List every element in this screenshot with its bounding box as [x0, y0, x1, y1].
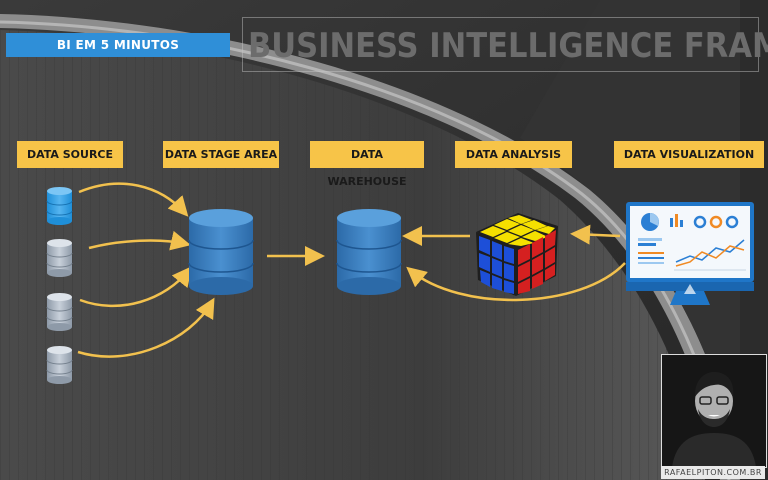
stage-label-data-visualization: DATA VISUALIZATION: [614, 141, 764, 168]
source-database-icon-4: [46, 346, 73, 384]
flow-arrow-source-3: [79, 266, 193, 308]
flow-arrow-source-2: [88, 230, 191, 251]
flow-arrow-visualization-to-warehouse: [406, 262, 626, 302]
dashboard-monitor-icon: [626, 202, 754, 305]
stage-label-data-warehouse: DATA WAREHOUSE: [310, 141, 424, 188]
stage-label-data-source: DATA SOURCE: [17, 141, 123, 168]
source-database-icon-2: [46, 239, 73, 277]
stage-label-data-stage-area: DATA STAGE AREA: [163, 141, 279, 168]
flow-arrow-source-4: [77, 297, 215, 358]
author-website-caption: RAFAELPITON.COM.BR: [661, 466, 765, 479]
flow-arrow-visualization-to-analysis: [570, 224, 621, 245]
source-database-icon-1: [46, 187, 73, 225]
stage-label-data-analysis: DATA ANALYSIS: [455, 141, 572, 168]
series-tag: BI EM 5 MINUTOS: [6, 33, 230, 57]
stage-area-database-icon: [188, 209, 254, 295]
source-database-icon-3: [46, 293, 73, 331]
author-photo: [661, 354, 767, 468]
page-title: BUSINESS INTELLIGENCE FRAMEWORK: [248, 26, 768, 66]
flow-arrow-source-1: [78, 182, 189, 217]
warehouse-database-icon: [336, 209, 402, 295]
rubiks-cube-icon: [476, 213, 558, 296]
title-frame: [242, 17, 759, 72]
